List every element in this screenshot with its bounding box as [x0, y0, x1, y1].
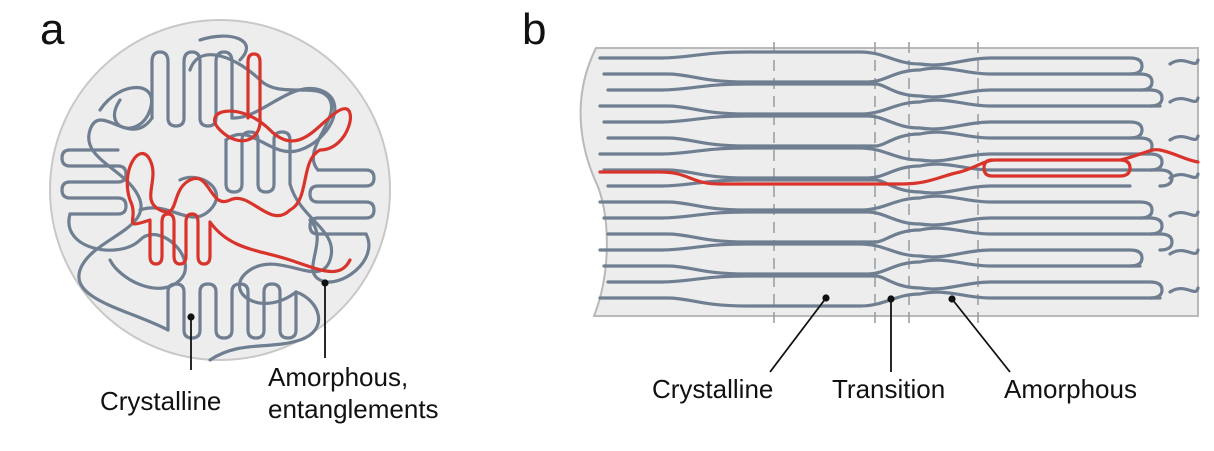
crystalline-lamella-top	[150, 50, 234, 128]
fibre-chain-tail	[1168, 58, 1200, 66]
fibre-chain-tail	[1168, 286, 1200, 294]
label-crystalline-b: Crystalline	[652, 374, 773, 404]
crystalline-leader-b	[769, 297, 827, 373]
crystalline-marker-b	[822, 294, 830, 302]
amorphous-chain-5	[188, 53, 371, 284]
fibre-chain-row	[598, 194, 1154, 220]
fibre-chain-row	[598, 146, 1164, 172]
amorphous-marker-b	[948, 295, 956, 303]
fibre-chain-row	[602, 66, 1154, 92]
transition-marker-b	[887, 295, 895, 303]
amorphous-marker-a	[321, 279, 329, 287]
fibre-chain-row	[606, 274, 1164, 300]
panel-b-letter: b	[522, 5, 546, 54]
panel-a-leaders	[187, 279, 329, 370]
fibre-chain-tail	[1168, 134, 1200, 142]
fibre-chain-row	[602, 114, 1144, 140]
amorphous-chain-1	[77, 116, 170, 332]
highlighted-chain-b	[598, 148, 1200, 186]
fibre-chain-row	[606, 82, 1164, 108]
label-entanglements-a: entanglements	[268, 394, 439, 424]
crystalline-lamella-centre	[224, 130, 292, 194]
fibre-chain-row	[598, 50, 1144, 76]
fibre-chain-tail	[1168, 248, 1200, 256]
label-amorphous-a: Amorphous,	[268, 362, 408, 392]
fibre-chain-tail	[1168, 172, 1200, 180]
fibre-chain-tail	[1168, 210, 1200, 218]
crystalline-lamella-bottom	[166, 282, 298, 340]
panel-a-letter: a	[40, 5, 65, 54]
label-amorphous-b: Amorphous	[1004, 374, 1137, 404]
fibre-chain-row	[602, 258, 1142, 276]
panel-b-chains	[598, 50, 1200, 308]
amorphous-chain-3	[237, 182, 334, 305]
panel-a: a	[40, 5, 439, 424]
label-transition-b: Transition	[832, 374, 945, 404]
crystalline-lamella-left	[60, 148, 128, 216]
amorphous-chain-2	[224, 86, 337, 154]
panel-b: b Crystalline Transition Amorphous	[522, 5, 1200, 404]
fibre-chain-row	[606, 226, 1174, 252]
amorphous-chain-4	[67, 212, 188, 290]
fibre-chain-row	[602, 210, 1164, 236]
fibre-chain-row	[598, 98, 1162, 116]
fibre-chain-row	[606, 130, 1154, 156]
fibre-chain-row	[598, 242, 1144, 268]
highlighted-chain	[125, 52, 352, 274]
label-crystalline-a: Crystalline	[100, 386, 221, 416]
crystalline-marker-a	[187, 313, 195, 321]
amorphous-chain-7	[208, 290, 321, 362]
fibre-chain-row	[598, 290, 1162, 308]
spherulite-region	[49, 19, 391, 361]
amorphous-leader-b	[951, 298, 1011, 373]
panel-b-leaders	[769, 294, 1011, 373]
fibre-chain-tail	[1168, 96, 1200, 104]
panel-a-chains	[60, 34, 376, 362]
